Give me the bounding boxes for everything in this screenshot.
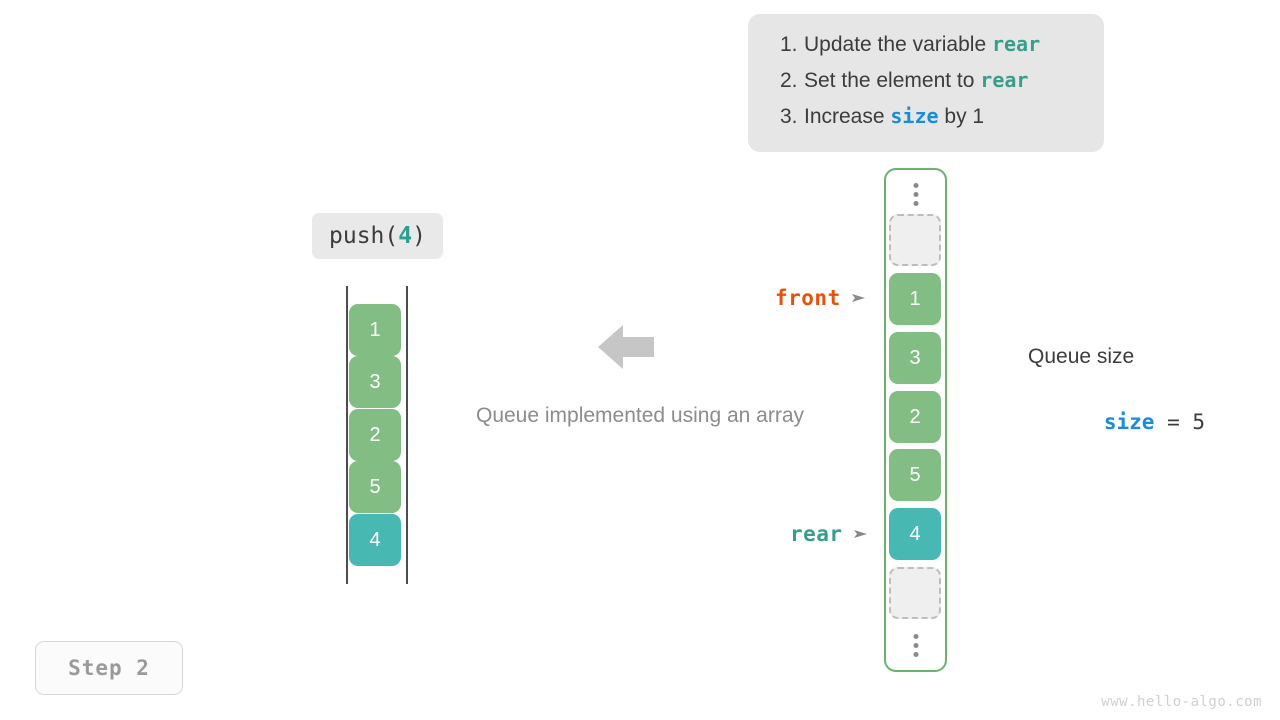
queue-cell: 2 [889,391,941,443]
dot [913,643,918,648]
queue-size-expression: size = 5 [1028,380,1205,464]
queue-cell: 5 [889,449,941,501]
instruction-item-2: 2. Set the element to rear [764,68,1084,104]
step-badge: Step 2 [35,641,183,695]
instruction-text: Update the variable [804,33,992,56]
size-variable-name: size [1103,410,1155,434]
dot [913,634,918,639]
queue-cell-empty [889,567,941,619]
instruction-item-3: 3. Increase size by 1 [764,104,1084,140]
operation-prefix: push( [329,223,399,249]
array-boundary-right [406,286,408,584]
instruction-code-rear: rear [980,68,1029,92]
array-cell: 3 [349,356,401,408]
instruction-text-tail: by 1 [938,105,985,128]
queue-cell-empty [889,214,941,266]
instruction-panel: 1. Update the variable rear 2. Set the e… [748,14,1104,152]
dot [913,201,918,206]
front-pointer: front [775,286,867,310]
left-arrow-icon [598,325,654,369]
vertical-dots-icon-top [913,183,918,206]
instruction-number: 3. [780,105,798,128]
rear-pointer-label: rear [790,522,843,546]
instruction-code-rear: rear [991,32,1041,56]
array-cell: 2 [349,409,401,461]
diagram-caption: Queue implemented using an array [475,404,805,427]
array-cell-new: 4 [349,514,401,566]
dot [913,183,918,188]
queue-cell: 1 [889,273,941,325]
instruction-number: 1. [780,33,798,56]
instruction-code-size: size [890,104,939,128]
dot [913,652,918,657]
vertical-dots-icon-bottom [913,634,918,657]
dot [913,192,918,197]
array-cell: 5 [349,461,401,513]
queue-cell: 3 [889,332,941,384]
operation-argument: 4 [398,223,413,249]
watermark: www.hello-algo.com [1101,694,1262,710]
queue-size-title: Queue size [1028,345,1135,368]
instruction-number: 2. [780,69,798,92]
pointer-arrow-icon [851,294,865,302]
instruction-item-1: 1. Update the variable rear [764,32,1084,68]
operation-suffix: ) [412,223,426,249]
size-value: 5 [1192,410,1206,434]
operation-label: push(4) [312,213,443,259]
size-operator: = [1154,410,1193,434]
queue-cell-new: 4 [889,508,941,560]
instruction-text: Increase [804,105,891,128]
array-boundary-left [346,286,348,584]
pointer-arrow-icon [853,530,867,538]
array-cell: 1 [349,304,401,356]
rear-pointer: rear [790,522,869,546]
queue-size-readout: Queue size size = 5 [1028,342,1205,464]
instruction-text: Set the element to [804,69,981,92]
front-pointer-label: front [775,286,841,310]
